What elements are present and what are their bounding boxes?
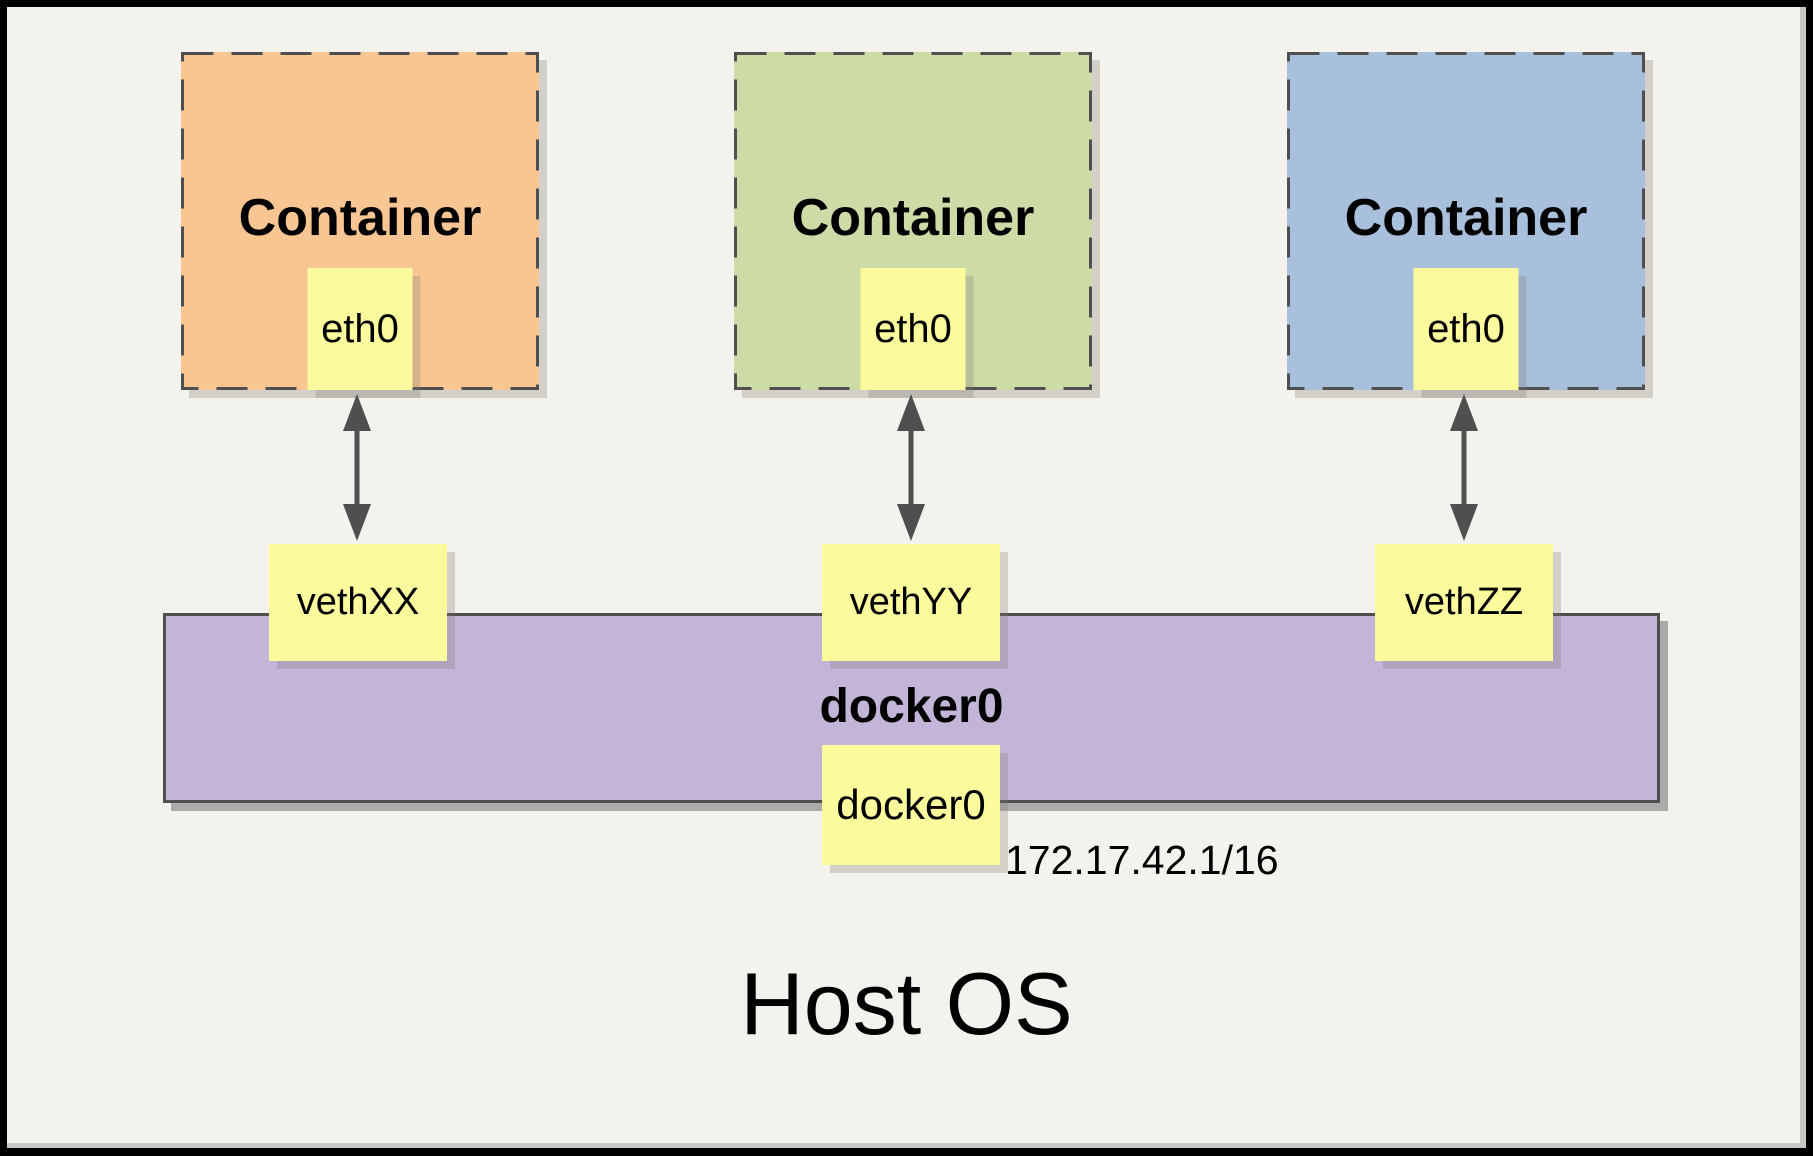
container-box-3: Container eth0: [1287, 52, 1645, 390]
container-label: Container: [1344, 189, 1588, 247]
dashed-border: [181, 52, 539, 390]
docker0-bridge-label: docker0: [819, 680, 1004, 733]
container-box-2: Container eth0: [734, 52, 1092, 390]
docker0-interface-box: docker0: [822, 745, 1000, 865]
vethYY-label: vethYY: [849, 581, 973, 623]
eth0-label: eth0: [874, 306, 952, 351]
vethZZ-label: vethZZ: [1404, 581, 1524, 623]
bridge-ip-address: 172.17.42.1/16: [1005, 837, 1279, 883]
vethYY-interface-box: vethYY: [822, 544, 1000, 661]
eth0-label: eth0: [321, 306, 399, 351]
dashed-border: [1287, 52, 1645, 390]
vethZZ-interface-box: vethZZ: [1375, 544, 1553, 661]
eth0-interface-box: eth0: [307, 268, 413, 390]
arrow-eth0-vethZZ: [1450, 394, 1478, 541]
container-label: Container: [791, 189, 1035, 247]
eth0-label: eth0: [1427, 306, 1505, 351]
eth0-interface-box: eth0: [860, 268, 966, 390]
container-label: Container: [238, 189, 482, 247]
docker0-interface-label: docker0: [836, 781, 986, 828]
arrow-eth0-vethXX: [343, 394, 371, 541]
host-os-label: Host OS: [740, 954, 1073, 1053]
vethXX-label: vethXX: [296, 581, 420, 623]
vethXX-interface-box: vethXX: [269, 544, 447, 661]
container-box-1: Container eth0: [181, 52, 539, 390]
arrow-eth0-vethYY: [897, 394, 925, 541]
eth0-interface-box: eth0: [1413, 268, 1519, 390]
dashed-border: [734, 52, 1092, 390]
